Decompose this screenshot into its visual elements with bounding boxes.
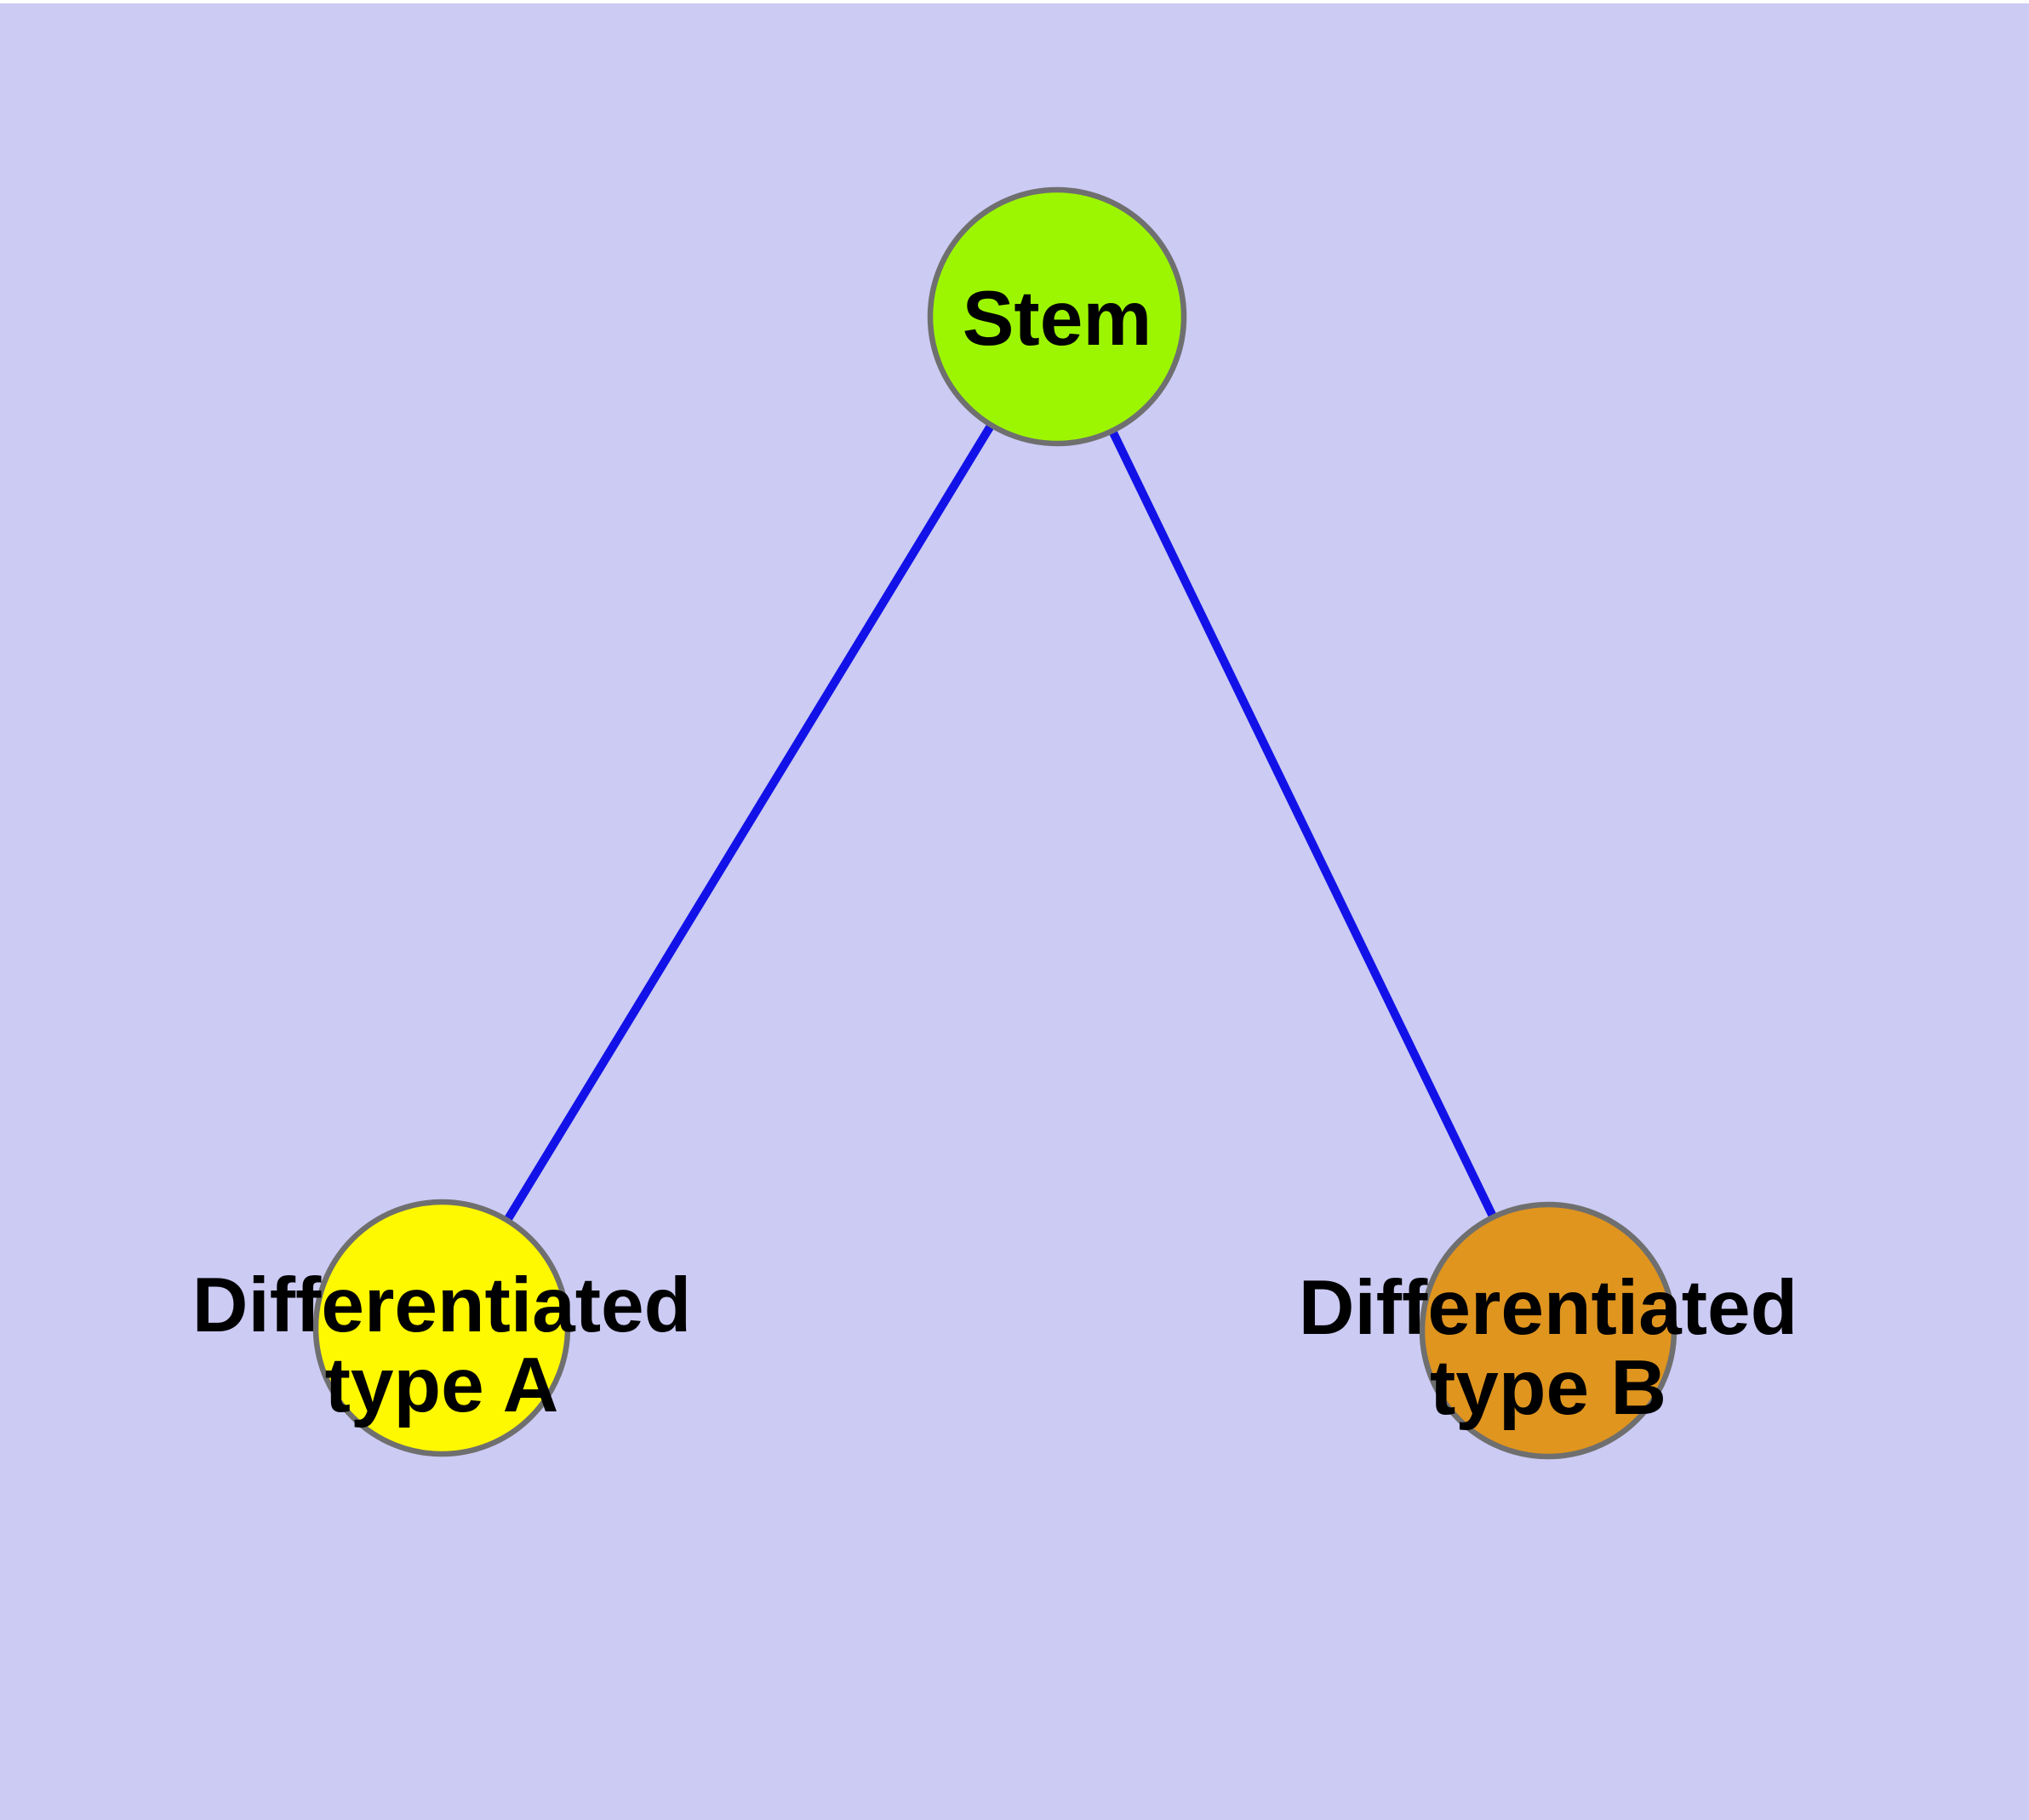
node-type-b <box>1419 1201 1677 1460</box>
edge-stem-to-type-b <box>1053 314 1552 1333</box>
node-type-a <box>312 1199 571 1457</box>
node-type-a-label-line1: Differentiated <box>192 1262 692 1348</box>
node-type-a-label-line2: type A <box>325 1342 559 1428</box>
node-type-b-label-line1: Differentiated <box>1299 1265 1798 1351</box>
node-type-b-label-line2: type B <box>1430 1345 1666 1431</box>
edge-stem-to-type-a <box>437 314 1061 1331</box>
node-stem <box>927 186 1187 447</box>
node-stem-label: Stem <box>963 276 1152 362</box>
